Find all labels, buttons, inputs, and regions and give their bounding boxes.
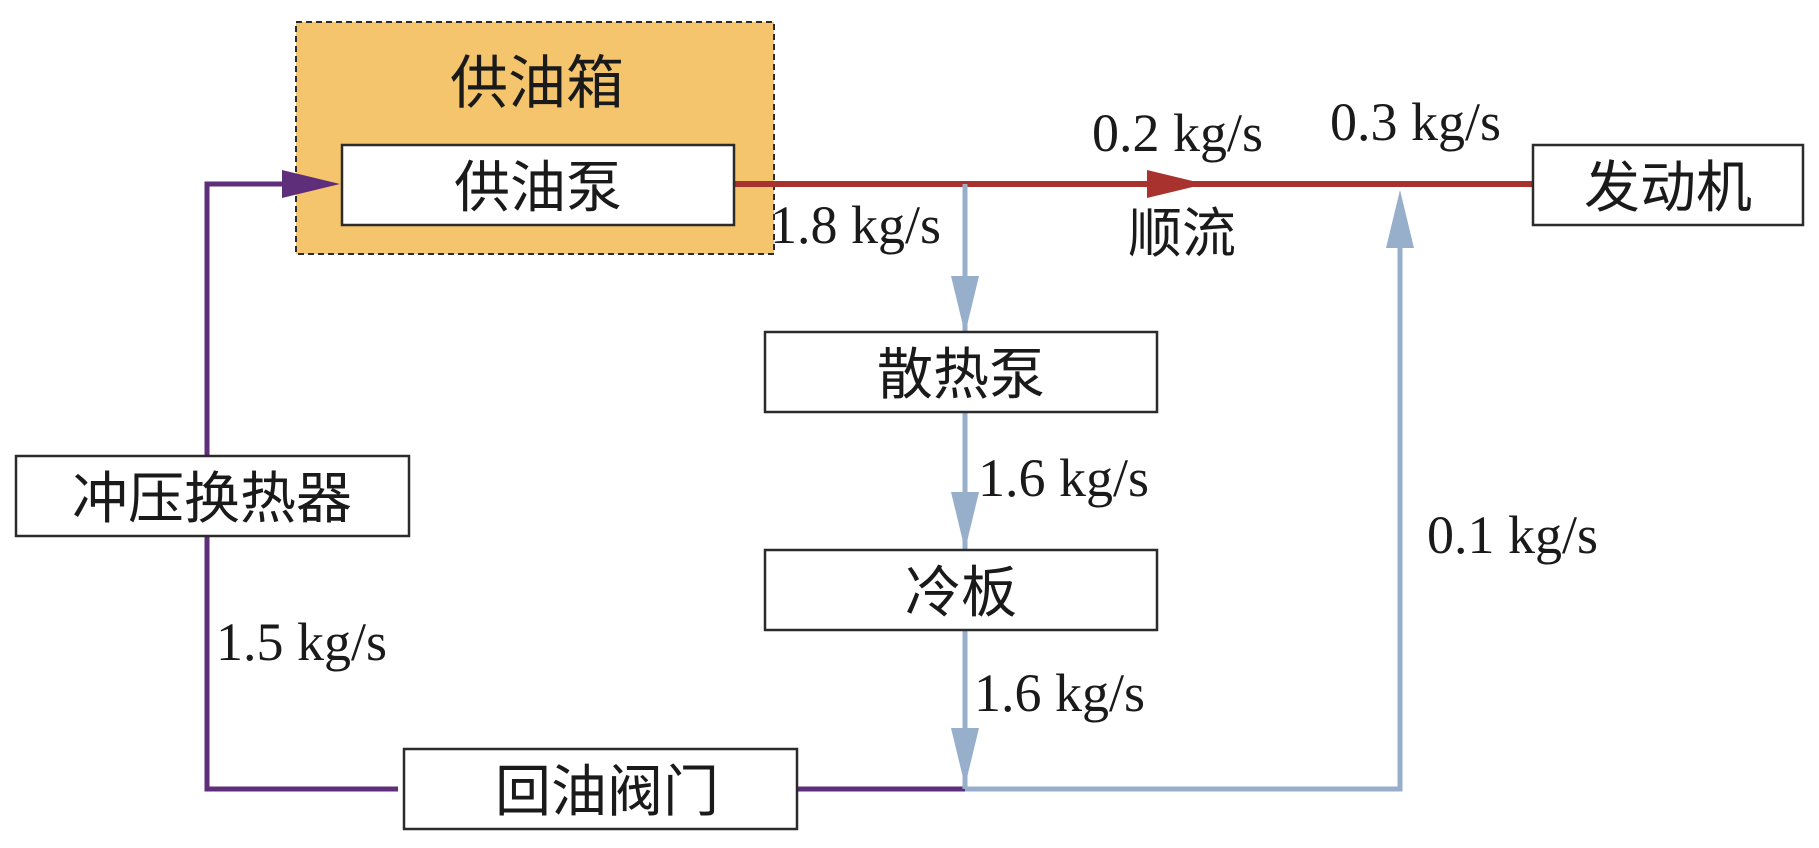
return-valve-label: 回油阀门 [495, 760, 719, 825]
blue-arrowhead-up [1386, 190, 1414, 248]
flow-label-branch-down: 1.8 kg/s [770, 195, 941, 255]
purple-arrowhead [282, 170, 340, 198]
flow-label-after-pump: 1.6 kg/s [978, 448, 1149, 508]
flow-label-bypass-up: 0.1 kg/s [1427, 505, 1598, 565]
red-arrowhead [1147, 170, 1205, 198]
supply-pump-box: 供油泵 [340, 143, 736, 227]
blue-arrowhead-1 [951, 276, 979, 334]
supply-tank-label: 供油箱 [450, 49, 624, 117]
supply-pump-label: 供油泵 [454, 156, 622, 221]
engine-label: 发动机 [1584, 156, 1752, 221]
engine-box: 发动机 [1531, 143, 1805, 227]
flow-label-after-plate: 1.6 kg/s [974, 663, 1145, 723]
flow-direction-label: 顺流 [1128, 202, 1236, 265]
cooling-pump-label: 散热泵 [877, 343, 1045, 408]
cooling-pump-box: 散热泵 [763, 330, 1159, 414]
ram-exchanger-label: 冲压换热器 [72, 467, 352, 532]
cold-plate-box: 冷板 [763, 548, 1159, 632]
ram-exchanger-box: 冲压换热器 [14, 454, 411, 538]
blue-bypass-line [965, 200, 1403, 792]
blue-arrowhead-3 [951, 728, 979, 786]
cold-plate-label: 冷板 [905, 561, 1017, 626]
return-valve-box: 回油阀门 [402, 747, 799, 831]
blue-arrowhead-2 [951, 492, 979, 550]
flow-label-to-engine-mid: 0.2 kg/s [1092, 103, 1263, 163]
flow-label-to-engine: 0.3 kg/s [1330, 92, 1501, 152]
flow-label-return-left: 1.5 kg/s [216, 612, 387, 672]
